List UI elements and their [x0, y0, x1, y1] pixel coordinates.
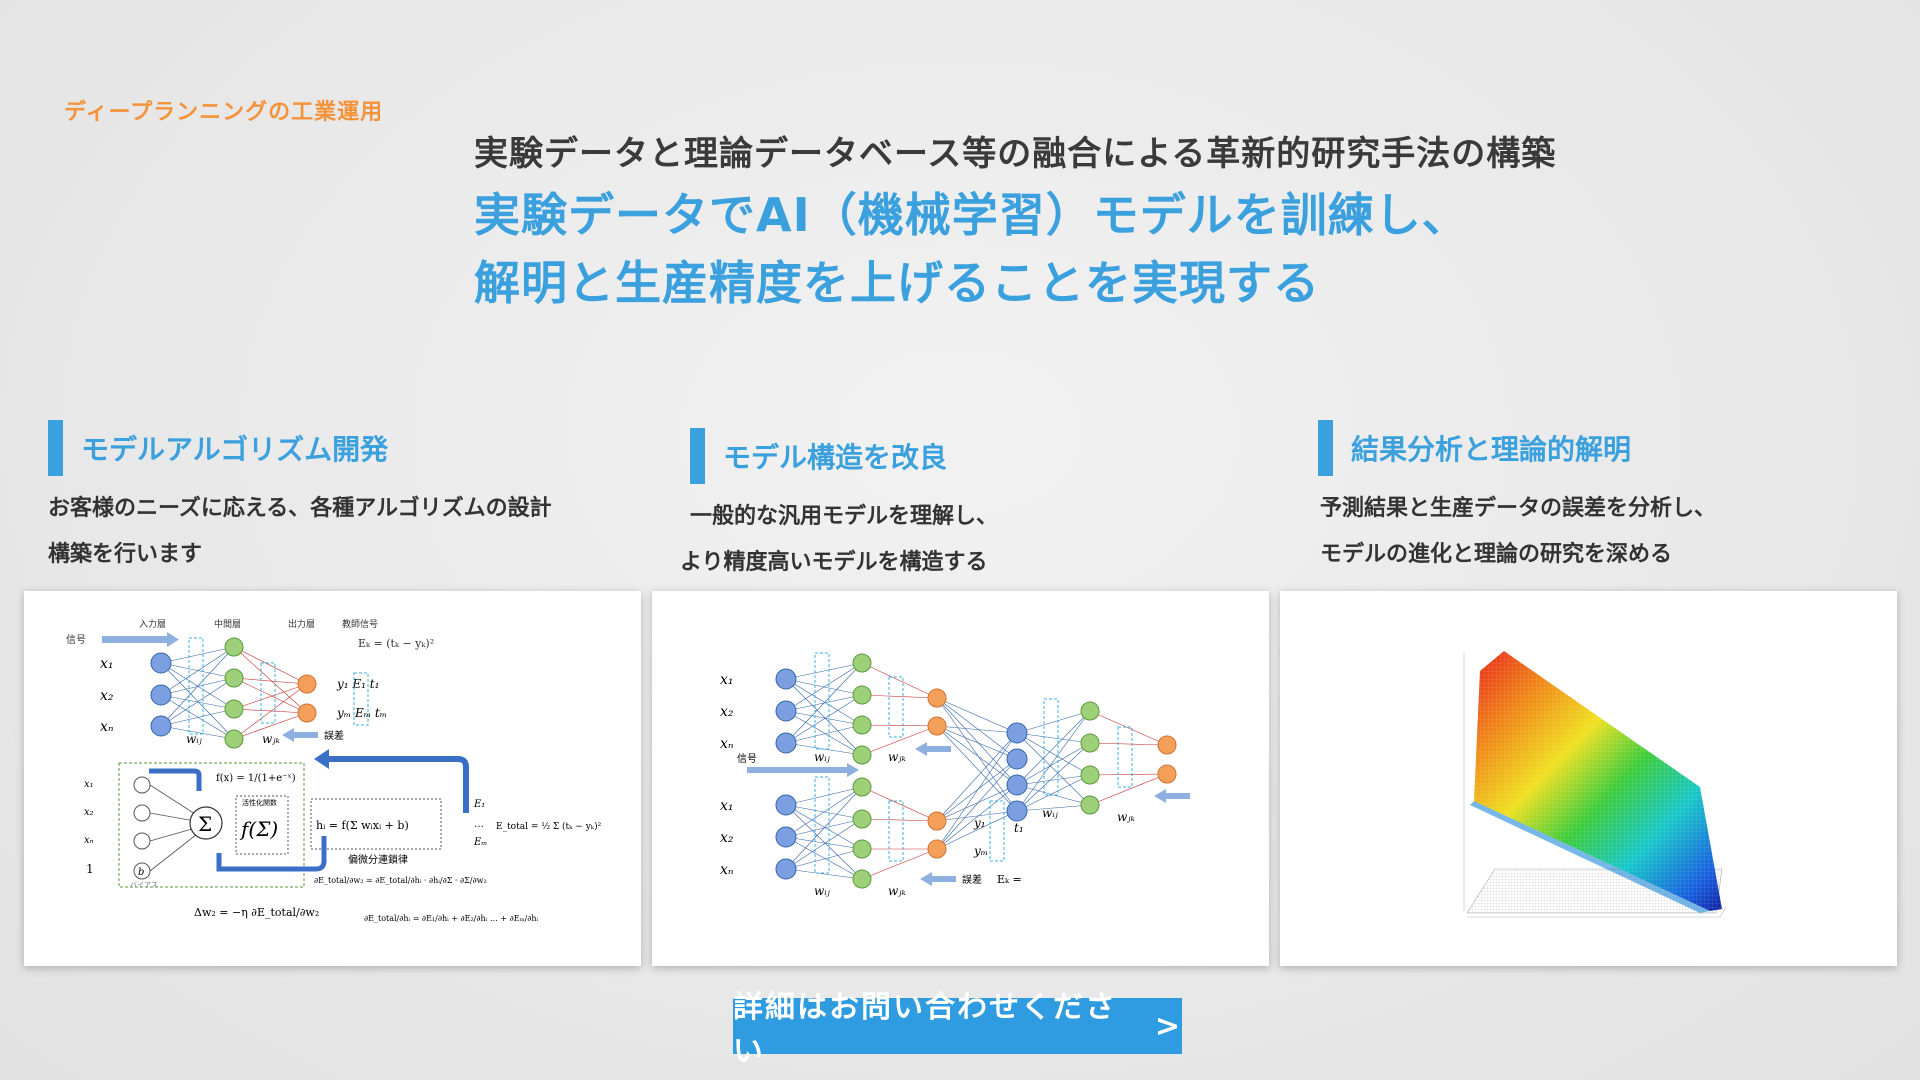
output-nodes [927, 688, 1177, 859]
teacher-signal-label: 教師信号 [342, 618, 378, 630]
svg-text:xₙ: xₙ [84, 835, 94, 846]
svg-text:wⱼₖ: wⱼₖ [888, 750, 906, 764]
signal-label: 信号 [737, 753, 757, 765]
connections [160, 646, 235, 740]
section-tag: ディープランニングの工業運用 [64, 100, 384, 125]
input-nodes [150, 652, 172, 737]
lead-line-1: 実験データでAI（機械学習）モデルを訓練し、 [474, 188, 1469, 242]
backprop-arrow [329, 756, 469, 813]
svg-text:wⱼₖ: wⱼₖ [1117, 810, 1135, 824]
chevron-right-icon: > [1154, 1008, 1182, 1044]
signal-label: 信号 [66, 634, 86, 646]
chain-formula-2: ∂E_total/∂hᵢ = ∂E₁/∂hᵢ + ∂E₂/∂hᵢ … + ∂Eₘ… [364, 914, 538, 923]
svg-text:Σ: Σ [198, 812, 212, 836]
column-desc-line-1: 予測結果と生産データの誤差を分析し、 [1320, 496, 1717, 521]
svg-text:yₘ Eₘ tₘ: yₘ Eₘ tₘ [336, 706, 387, 720]
output-nodes [297, 674, 317, 723]
svg-text:y₁: y₁ [973, 816, 986, 830]
column-desc-line-1: 一般的な汎用モデルを理解し、 [690, 504, 999, 529]
output-layer-label: 出力層 [288, 618, 315, 630]
svg-text:wᵢⱼ: wᵢⱼ [814, 884, 831, 898]
column-title: 結果分析と理論的解明 [1318, 420, 1716, 476]
svg-text:wᵢⱼ: wᵢⱼ [186, 732, 203, 746]
svg-text:x₁: x₁ [720, 798, 734, 814]
contact-cta-button[interactable]: 詳細はお問い合わせください > [733, 990, 1182, 1069]
column-description: 一般的な汎用モデルを理解し、 より精度高いモデルを構造する [680, 494, 998, 586]
signal-arrow [102, 636, 167, 643]
svg-text:x₂: x₂ [720, 704, 734, 720]
main-subtitle: 実験データと理論データベース等の融合による革新的研究手法の構築 [474, 134, 1557, 174]
svg-text:wⱼₖ: wⱼₖ [262, 732, 280, 746]
column-desc-line-2: モデルの進化と理論の研究を深める [1320, 542, 1673, 567]
svg-text:x₂: x₂ [720, 830, 734, 846]
svg-text:wⱼₖ: wⱼₖ [888, 884, 906, 898]
svg-text:x₂: x₂ [100, 688, 114, 704]
feature-column-algorithm: モデルアルゴリズム開発 お客様のニーズに応える、各種アルゴリズムの設計 構築を行… [48, 420, 552, 578]
diagram-panel-backprop: 信号 入力層 中間層 出力層 教師信号 Eₖ = (tₖ − yₖ)² x₁ x… [24, 591, 641, 966]
column-desc-line-2: より精度高いモデルを構造する [680, 550, 988, 575]
hidden-layer-label: 中間層 [214, 618, 241, 630]
hidden-formula: hᵢ = f(Σ wᵢxᵢ + b) [316, 819, 409, 832]
hidden-nodes [224, 637, 244, 749]
backprop-diagram: 信号 入力層 中間層 出力層 教師信号 Eₖ = (tₖ − yₖ)² x₁ x… [66, 618, 602, 923]
column-description: お客様のニーズに応える、各種アルゴリズムの設計 構築を行います [48, 486, 552, 578]
hidden-nodes [852, 653, 1100, 889]
feature-column-structure: モデル構造を改良 一般的な汎用モデルを理解し、 より精度高いモデルを構造する [680, 428, 998, 586]
svg-text:x₂: x₂ [84, 807, 94, 818]
main-heading: 実験データと理論データベース等の融合による革新的研究手法の構築 実験データでAI… [474, 126, 1556, 317]
column-title-text: モデルアルゴリズム開発 [81, 433, 389, 466]
input-layer-label: 入力層 [139, 618, 166, 630]
cta-label: 詳細はお問い合わせください [733, 990, 1117, 1069]
svg-text:wᵢⱼ: wᵢⱼ [1042, 806, 1059, 820]
chain-rule-label: 偏微分連鎖律 [348, 853, 408, 866]
column-title: モデルアルゴリズム開発 [48, 420, 552, 476]
svg-text:b: b [138, 867, 144, 878]
total-error-formula: E_total = ½ Σ (tₖ − yₖ)² [496, 821, 602, 832]
svg-text:xₙ: xₙ [720, 736, 734, 752]
svg-text:xₙ: xₙ [100, 719, 114, 735]
error-label: 誤差 [324, 729, 344, 742]
column-description: 予測結果と生産データの誤差を分析し、 モデルの進化と理論の研究を深める [1320, 486, 1716, 578]
diagram-panel-surface [1280, 591, 1897, 966]
error-formula: Eₖ = (tₖ − yₖ)² [358, 637, 434, 650]
diagram-panel-network: x₁ x₂ xₙ x₁ x₂ xₙ 信号 誤差 Eₖ = y₁ yₘ t₁ wᵢ… [652, 591, 1269, 966]
neuron-detail-box [118, 762, 305, 888]
lead-line-2: 解明と生産精度を上げることを実現する [474, 256, 1320, 310]
network-diagram: x₁ x₂ xₙ x₁ x₂ xₙ 信号 誤差 Eₖ = y₁ yₘ t₁ wᵢ… [720, 652, 1190, 898]
surface-plot [1463, 651, 1727, 918]
svg-text:E₁: E₁ [473, 799, 485, 810]
svg-text:t₁: t₁ [1014, 821, 1024, 835]
accent-bar [690, 428, 705, 484]
error-formula: Eₖ = [997, 873, 1022, 886]
svg-text:Eₘ: Eₘ [473, 837, 487, 848]
input-nodes [775, 668, 1028, 880]
svg-text:…: … [474, 819, 484, 830]
accent-bar [1318, 420, 1333, 476]
accent-bar [48, 420, 63, 476]
column-desc-line-1: お客様のニーズに応える、各種アルゴリズムの設計 [48, 496, 552, 521]
svg-text:1: 1 [86, 862, 94, 876]
svg-text:y₁ E₁ t₁: y₁ E₁ t₁ [336, 677, 379, 691]
error-label: 誤差 [962, 873, 982, 886]
svg-text:xₙ: xₙ [720, 862, 734, 878]
activation-label: 活性化関数 [242, 798, 277, 807]
sum-node [189, 806, 223, 840]
feature-column-analysis: 結果分析と理論的解明 予測結果と生産データの誤差を分析し、 モデルの進化と理論の… [1318, 420, 1716, 578]
svg-text:wᵢⱼ: wᵢⱼ [814, 750, 831, 764]
column-title: モデル構造を改良 [690, 428, 998, 484]
svg-text:f(Σ): f(Σ) [239, 817, 278, 841]
svg-text:x₁: x₁ [100, 656, 114, 672]
column-title-text: モデル構造を改良 [723, 441, 948, 474]
svg-text:x₁: x₁ [720, 672, 734, 688]
svg-text:yₘ: yₘ [973, 844, 988, 858]
sigmoid-formula: f(x) = 1/(1+e⁻ˣ) [216, 773, 296, 784]
chain-formula-1: ∂E_total/∂w₂ = ∂E_total/∂hᵢ · ∂hᵢ/∂Σ · ∂… [314, 876, 487, 885]
column-desc-line-2: 構築を行います [48, 542, 203, 567]
weight-update-formula: Δw₂ = −η ∂E_total/∂w₂ [194, 906, 319, 919]
svg-text:x₁: x₁ [84, 779, 94, 790]
bias-label: バイアス [130, 881, 158, 889]
activation-box [235, 795, 289, 855]
column-title-text: 結果分析と理論的解明 [1351, 433, 1632, 466]
